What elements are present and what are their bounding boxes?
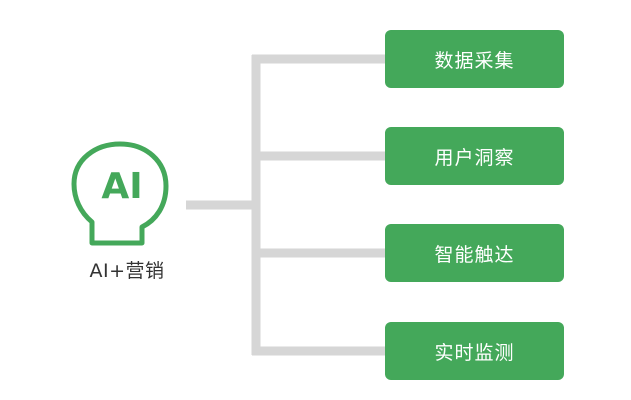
branch-box-smart-reach: 智能触达 [385, 224, 564, 282]
head-ai-icon: AI [62, 140, 188, 248]
head-icon-text: AI [101, 166, 142, 207]
branch-box-data-collection: 数据采集 [385, 30, 564, 88]
branch-box-realtime-monitoring: 实时监测 [385, 322, 564, 380]
head-outline [71, 141, 169, 246]
center-label: AI+营销 [89, 260, 165, 282]
branch-box-user-insight: 用户洞察 [385, 127, 564, 185]
